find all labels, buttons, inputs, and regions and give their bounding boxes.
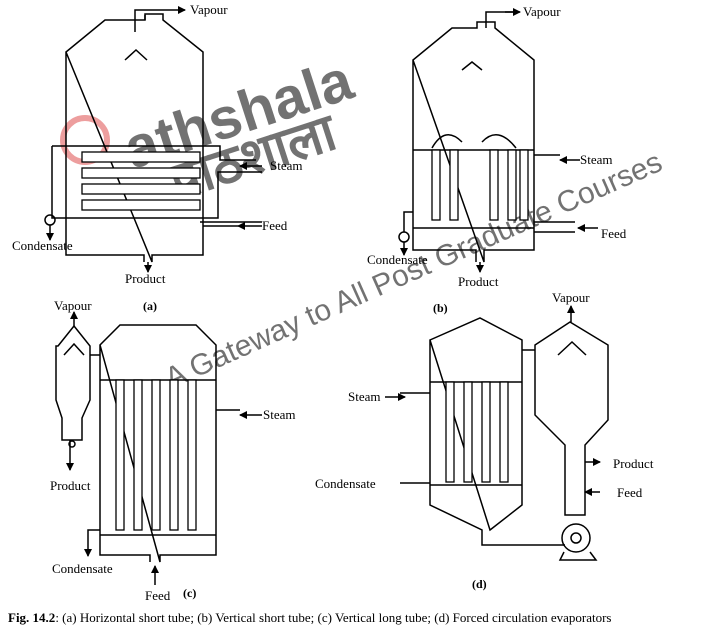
panel-d-feed-label: Feed xyxy=(617,485,643,500)
caption-text: : (a) Horizontal short tube; (b) Vertica… xyxy=(55,610,612,625)
panel-d-pump-icon xyxy=(561,523,591,553)
panel-a-condensate-label: Condensate xyxy=(12,238,73,253)
panel-b-steam-chest xyxy=(413,149,575,233)
panel-d-forced-circulation: Vapour Steam Condensate Product Feed (d) xyxy=(315,290,654,591)
panel-b-tube-1 xyxy=(431,149,441,221)
panel-a-tube-4 xyxy=(81,199,201,211)
panel-a-label: (a) xyxy=(143,299,157,313)
panel-c-label: (c) xyxy=(183,586,196,600)
panel-a-product-label: Product xyxy=(125,271,166,286)
panel-d-product-label: Product xyxy=(613,456,654,471)
panel-d-tube-4 xyxy=(499,381,509,483)
panel-a-steam-chest xyxy=(51,145,262,223)
panel-a-vapour-outlet xyxy=(134,9,175,32)
caption-prefix: Fig. 14.2 xyxy=(8,610,56,625)
panel-d-tube-3 xyxy=(481,381,491,483)
panel-b-vessel xyxy=(412,21,535,263)
panel-a-tube-2 xyxy=(81,167,201,179)
panel-b-vapour-label: Vapour xyxy=(523,4,561,19)
panel-d-vessel xyxy=(429,317,565,546)
panel-c-tube-1 xyxy=(115,379,125,531)
panel-a-tube-3 xyxy=(81,183,201,195)
figure-caption: Fig. 14.2: (a) Horizontal short tube; (b… xyxy=(8,610,708,626)
panel-c-condensate-label: Condensate xyxy=(52,561,113,576)
panel-d-separator xyxy=(522,321,609,516)
panel-b-vertical-short-tube: Vapour Steam Feed Condensate Product (b) xyxy=(367,4,627,315)
panel-b-tube-3 xyxy=(489,149,499,221)
panel-a-vapour-label: Vapour xyxy=(190,2,228,17)
panel-d-steam-label: Steam xyxy=(348,389,381,404)
panel-b-circulation-arrow-left xyxy=(431,134,463,149)
panel-b-tube-2 xyxy=(449,149,459,221)
panel-b-product-label: Product xyxy=(458,274,499,289)
panel-c-tube-5 xyxy=(187,379,197,531)
panel-a-steam-label: Steam xyxy=(270,158,303,173)
panel-b-tube-4 xyxy=(507,149,517,221)
panel-a-horizontal-short-tube: Vapour Steam Feed Condensate Product (a) xyxy=(12,2,303,313)
panel-b-condensate-label: Condensate xyxy=(367,252,428,267)
panel-a-baffle xyxy=(124,48,148,61)
panel-b-trap-icon xyxy=(398,231,410,243)
panel-b-baffle xyxy=(461,61,483,71)
panel-c-product-label: Product xyxy=(50,478,91,493)
panel-a-feed-label: Feed xyxy=(262,218,288,233)
panel-d-tube-2 xyxy=(463,381,473,483)
panel-c-separator xyxy=(55,324,100,441)
panel-d-condensate-label: Condensate xyxy=(315,476,376,491)
watermark: athshala पाठशाला A Gateway to All Post G… xyxy=(60,47,667,395)
panel-c-feed-label: Feed xyxy=(145,588,171,603)
panel-b-steam-label: Steam xyxy=(580,152,613,167)
panel-d-steam-chest xyxy=(400,381,522,486)
panel-c-vertical-long-tube: Vapour Steam Product Condensate Feed (c) xyxy=(50,298,296,603)
panel-b-vapour-outlet xyxy=(485,11,515,28)
panel-c-vapour-label: Vapour xyxy=(54,298,92,313)
panel-b-feed-label: Feed xyxy=(601,226,627,241)
panel-c-steam-label: Steam xyxy=(263,407,296,422)
panel-c-tube-3 xyxy=(151,379,161,531)
panel-a-vessel xyxy=(65,13,204,263)
panel-a-trap-icon xyxy=(44,214,56,226)
panel-c-vessel xyxy=(99,324,217,563)
panel-b-tube-5 xyxy=(519,149,529,221)
panel-b-circulation-arrow-right xyxy=(481,134,517,149)
panel-c-trap-icon xyxy=(68,440,76,448)
panel-c-tube-2 xyxy=(133,379,143,531)
panel-d-vapour-label: Vapour xyxy=(552,290,590,305)
panel-b-label: (b) xyxy=(433,301,448,315)
panel-d-tube-1 xyxy=(445,381,455,483)
panel-c-tube-4 xyxy=(169,379,179,531)
panel-a-tube-1 xyxy=(81,151,201,163)
panel-d-label: (d) xyxy=(472,577,487,591)
